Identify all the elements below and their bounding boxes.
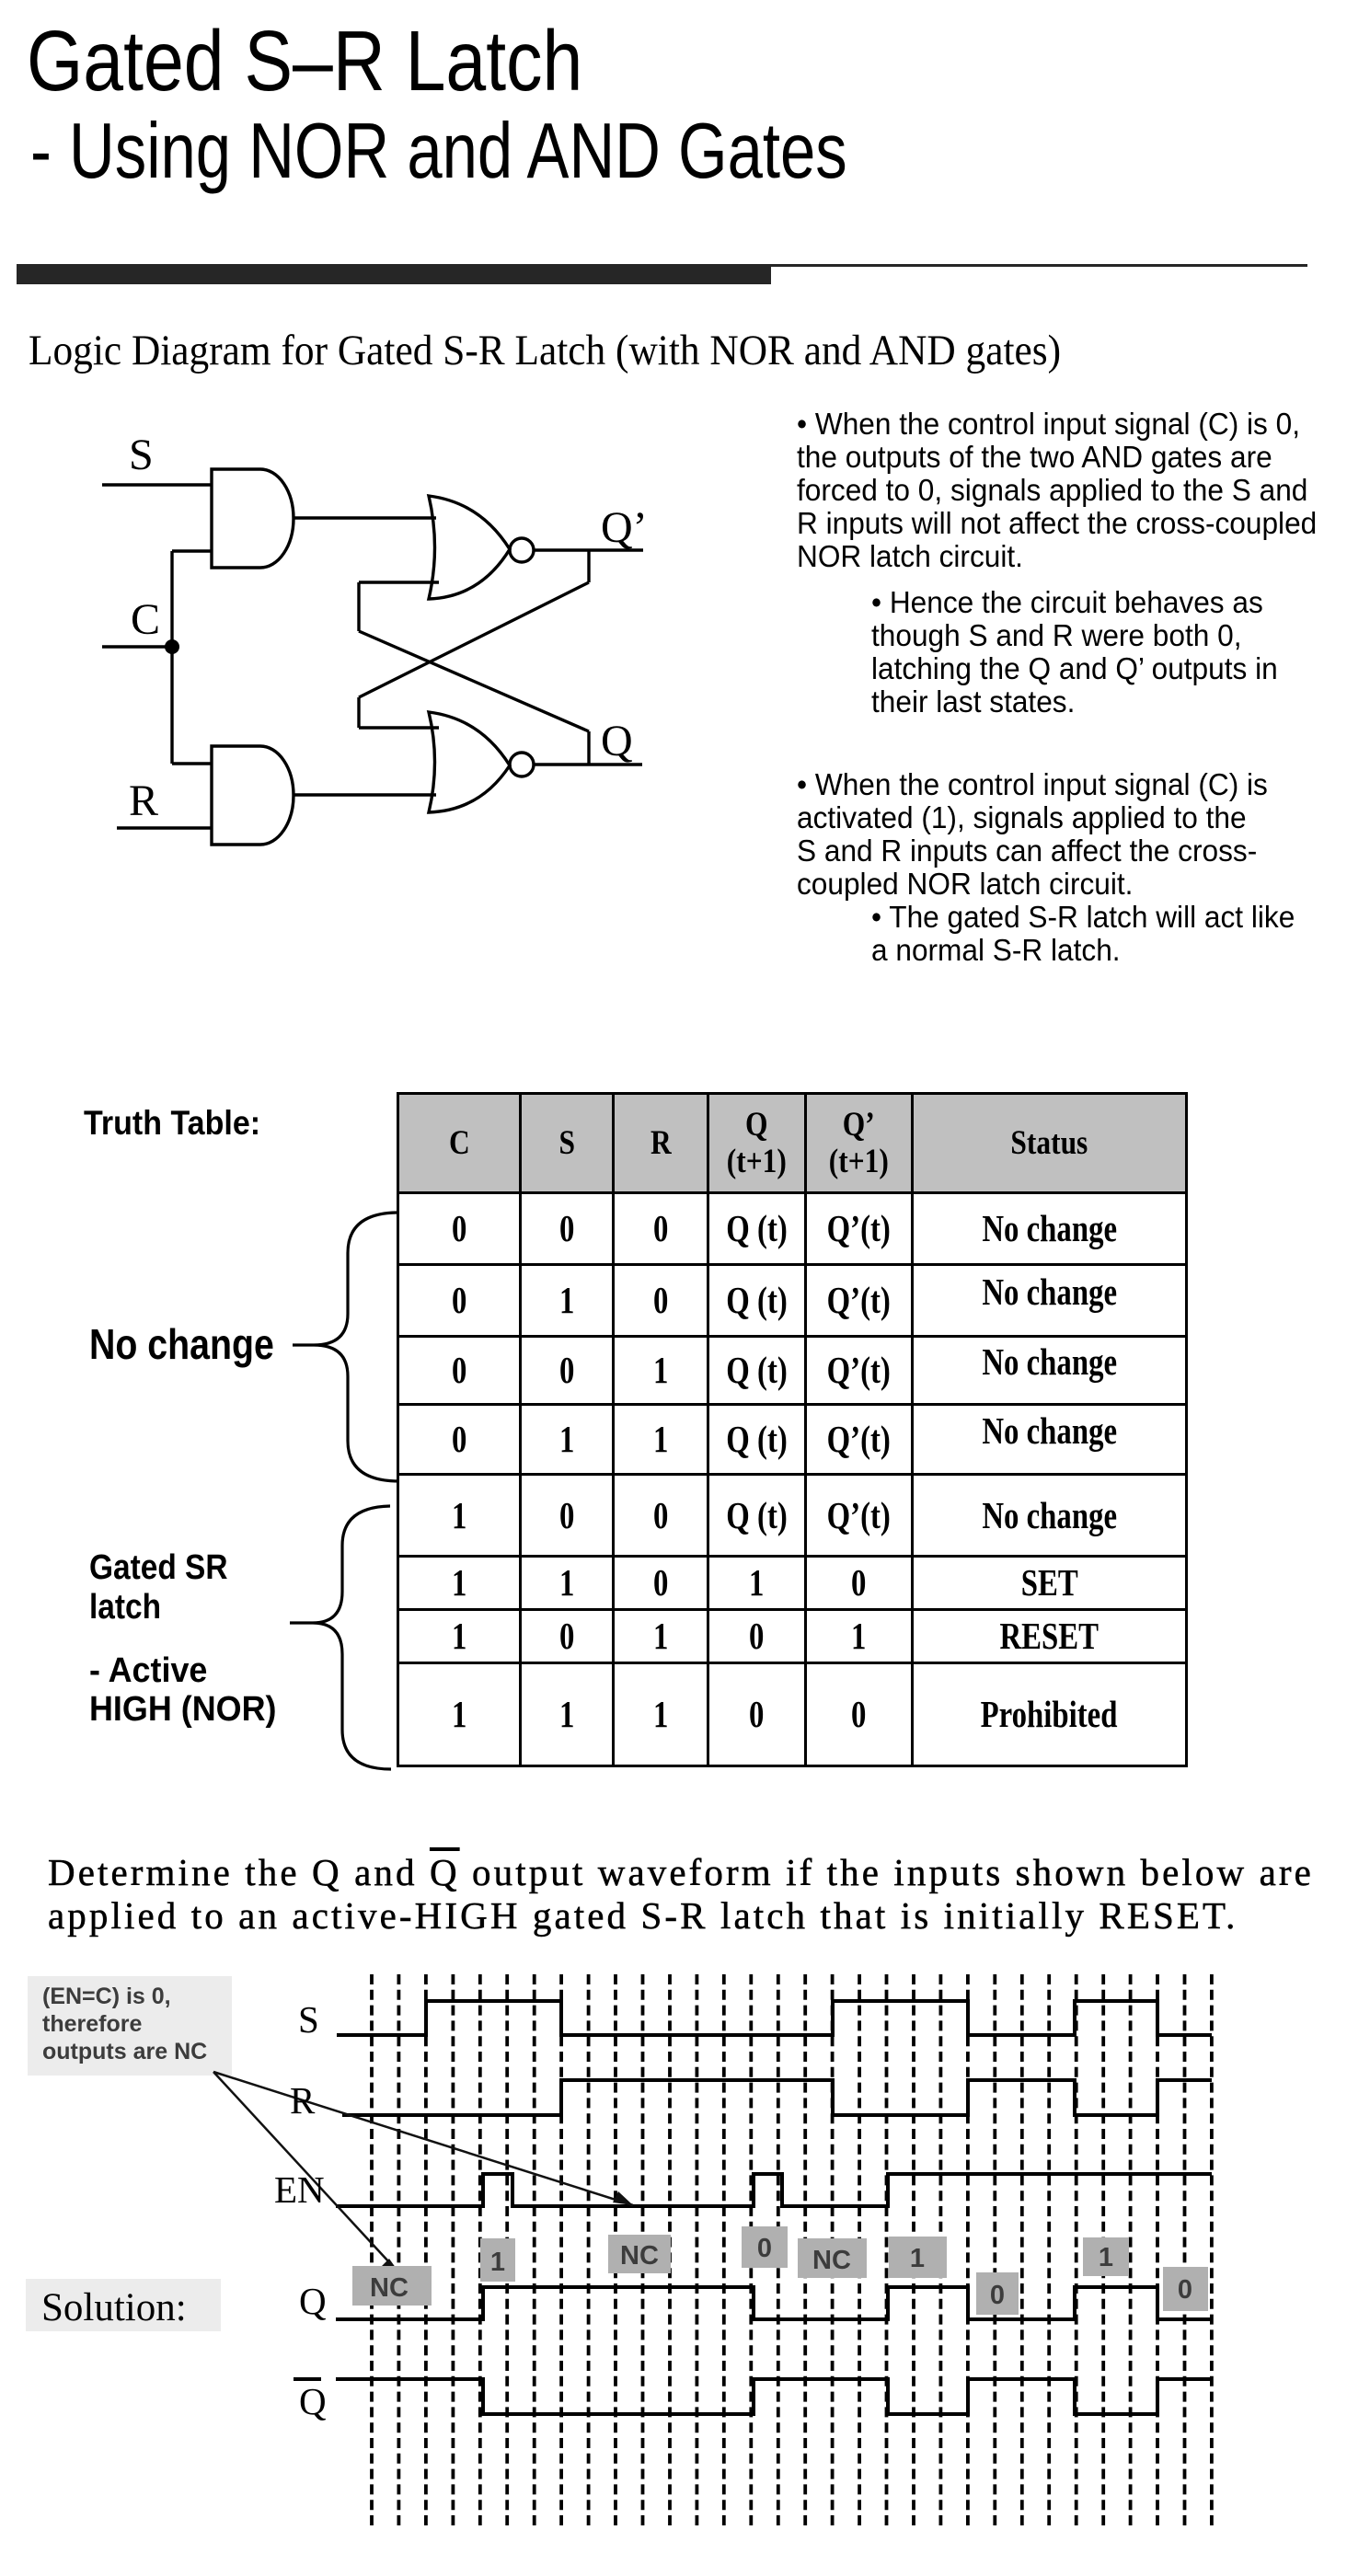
svg-text:NC: NC xyxy=(620,2241,659,2271)
svg-text:1: 1 xyxy=(490,2248,505,2277)
svg-text:R: R xyxy=(129,776,158,825)
svg-text:0: 0 xyxy=(757,2234,772,2263)
svg-text:0: 0 xyxy=(1178,2275,1192,2305)
svg-text:NC: NC xyxy=(370,2273,409,2303)
svg-text:Q: Q xyxy=(601,717,633,765)
svg-text:Q: Q xyxy=(299,2280,327,2322)
svg-text:Q: Q xyxy=(299,2380,327,2422)
svg-text:C: C xyxy=(131,595,160,644)
svg-text:NC: NC xyxy=(812,2246,851,2275)
svg-text:S: S xyxy=(129,431,154,479)
svg-text:S: S xyxy=(298,1998,319,2041)
svg-text:1: 1 xyxy=(910,2244,925,2273)
svg-text:0: 0 xyxy=(990,2281,1005,2310)
svg-text:outputs are NC: outputs are NC xyxy=(42,2039,207,2064)
svg-text:1: 1 xyxy=(1099,2243,1113,2272)
svg-text:EN: EN xyxy=(274,2168,325,2211)
svg-text:Q’: Q’ xyxy=(601,503,648,552)
svg-text:Solution:: Solution: xyxy=(41,2286,187,2329)
svg-text:(EN=C) is 0,: (EN=C) is 0, xyxy=(42,1984,171,2009)
svg-text:R: R xyxy=(290,2079,316,2122)
svg-text:therefore: therefore xyxy=(42,2011,142,2037)
